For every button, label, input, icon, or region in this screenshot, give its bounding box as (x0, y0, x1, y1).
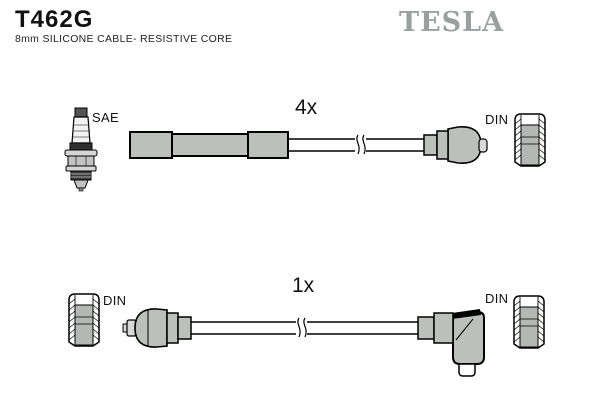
tesla-logo: TESLA (399, 7, 505, 38)
angled-din-boot-bottom (417, 309, 485, 377)
din-connector-label-bottom-right: DIN (485, 291, 509, 306)
cable-top (289, 134, 424, 155)
cable-break-icon (356, 134, 366, 155)
cable-spec-subtitle: 8mm SILICONE CABLE- RESISTIVE CORE (15, 33, 233, 45)
din-cap-icon-top (514, 113, 546, 167)
din-boot-top (423, 126, 488, 164)
din-cap-icon-bottom-right (513, 295, 545, 349)
din-cap-icon-bottom-left (68, 293, 100, 347)
straight-boot-top (129, 131, 289, 159)
bottom-cable-quantity: 1x (292, 274, 315, 297)
part-number: T462G (15, 6, 94, 33)
din-connector-label-bottom-left: DIN (103, 293, 127, 308)
sae-connector-label: SAE (92, 110, 119, 125)
spark-plug-icon (64, 107, 98, 192)
din-boot-bottom-left (122, 308, 192, 348)
cable-break-icon (297, 317, 307, 338)
din-connector-label-top: DIN (485, 112, 509, 127)
cable-bottom (191, 317, 418, 338)
top-cable-quantity: 4x (295, 96, 318, 119)
